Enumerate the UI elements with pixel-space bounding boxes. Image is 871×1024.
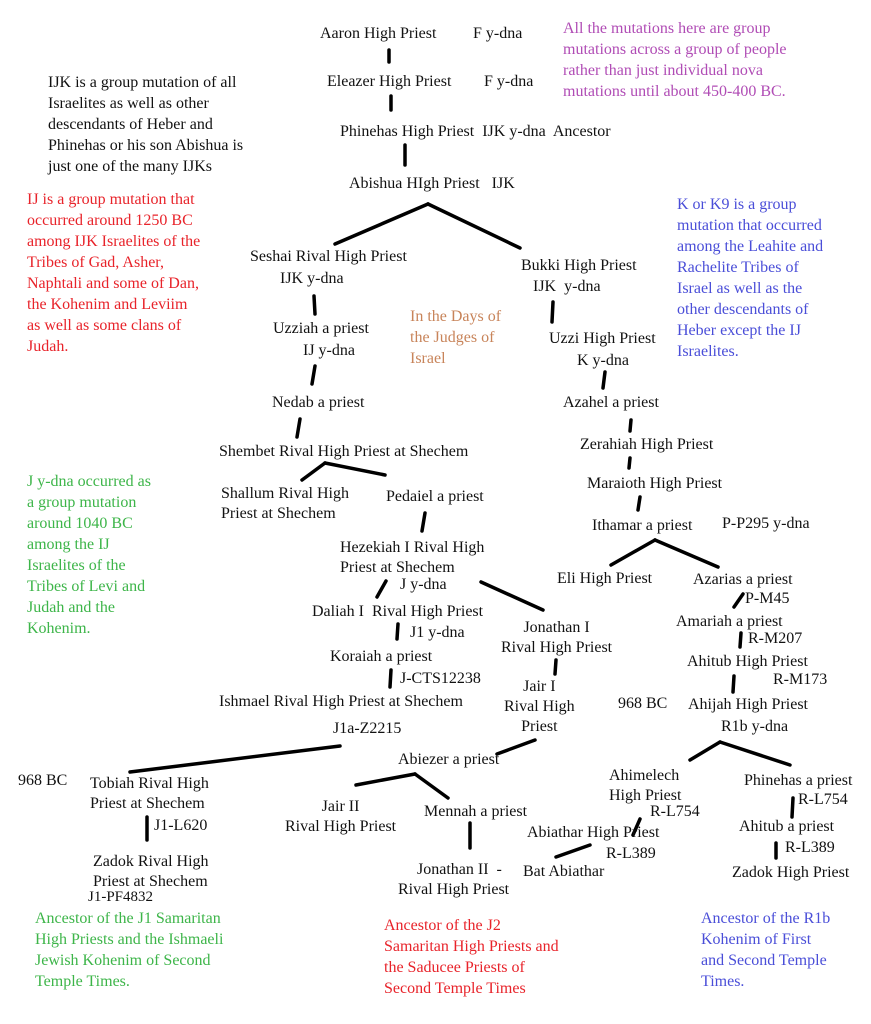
node-eleazer-dna: F y-dna [484,73,534,90]
node-ahitub-dna: R-M173 [773,671,828,688]
node-ishmael-dna: J1a-Z2215 [333,720,402,737]
node-ahitub: Ahitub High Priest [687,653,808,670]
node-abiathar-dna: R-L389 [606,845,656,862]
node-azarias: Azarias a priest [693,571,793,588]
node-jonathan2: Jonathan II - [417,861,502,878]
node-ahijah-dna: R1b y-dna [721,718,789,735]
node-bukki-dna: IJK y-dna [533,278,601,295]
node-ahitub-priest-dna: R-L389 [785,839,835,856]
node-azarias-dna: P-M45 [745,590,790,607]
node-abiathar: Abiathar High Priest [527,824,660,841]
node-pedaiel: Pedaiel a priest [386,488,484,505]
date-968bc-left: 968 BC [18,772,68,789]
node-bat-abiathar: Bat Abiathar [523,863,605,880]
node-azahel: Azahel a priest [563,394,659,411]
node-zadok-rival-dna: J1-PF4832 [88,889,154,905]
node-uzzi-dna: K y-dna [577,352,629,369]
node-amariah-dna: R-M207 [748,630,803,647]
note-judges: In the Days of the Judges of Israel [410,308,502,367]
node-hezekiah-dna: J y-dna [400,576,447,593]
node-jonathan1: Jonathan I Rival High Priest [501,619,613,656]
node-koraiah-dna: J-CTS12238 [400,670,481,687]
node-eleazer: Eleazer High Priest [327,73,452,90]
node-aaron: Aaron High Priest [320,25,437,42]
node-phinehas-priest-dna: R-L754 [798,791,848,808]
node-ahimelech: Ahimelech High Priest [609,767,682,804]
node-phinehas-priest: Phinehas a priest [744,772,853,789]
node-maraioth: Maraioth High Priest [587,475,723,492]
node-seshai-dna: IJK y-dna [280,270,344,287]
node-uzzi: Uzzi High Priest [549,330,656,347]
date-968bc-right: 968 BC [618,695,668,712]
node-abishua: Abishua HIgh Priest IJK [349,175,515,192]
node-phinehas: Phinehas High Priest IJK y-dna Ancestor [340,123,611,140]
node-amariah: Amariah a priest [676,613,783,630]
note-k: K or K9 is a group mutation that occurre… [677,196,824,360]
node-daliah-dna: J1 y-dna [410,624,465,641]
node-seshai: Seshai Rival High Priest [250,248,407,265]
node-abiezer: Abiezer a priest [398,751,500,768]
node-zadok: Zadok High Priest [732,864,850,881]
node-ahitub-priest: Ahitub a priest [739,818,835,835]
note-j: J y-dna occurred as a group mutation aro… [27,473,151,637]
node-aaron-dna: F y-dna [473,25,523,42]
node-zadok-rival: Zadok Rival High Priest at Shechem [93,853,209,890]
node-zerahiah: Zerahiah High Priest [580,436,714,453]
note-group-mutations: All the mutations here are group mutatio… [563,20,787,100]
node-jair1: Jair I Rival High Priest [504,678,575,735]
node-tobiah-dna: J1-L620 [154,817,208,834]
node-mennah: Mennah a priest [424,803,528,820]
node-eli: Eli High Priest [557,570,653,587]
node-koraiah: Koraiah a priest [330,648,433,665]
node-uzziah-dna: IJ y-dna [303,342,355,359]
note-ij: IJ is a group mutation that occurred aro… [27,191,201,355]
note-r1b-ancestor: Ancestor of the R1b Kohenim of First and… [701,910,831,990]
node-shallum: Shallum Rival High Priest at Shechem [221,485,349,522]
node-nedab: Nedab a priest [272,394,365,411]
node-uzziah: Uzziah a priest [273,320,369,337]
node-ithamar: Ithamar a priest [592,517,693,534]
node-tobiah: Tobiah Rival High Priest at Shechem [90,775,209,812]
note-j1-ancestor: Ancestor of the J1 Samaritan High Priest… [35,910,224,990]
node-ahimelech-dna: R-L754 [650,803,700,820]
note-j2-ancestor: Ancestor of the J2 Samaritan High Priest… [384,917,559,997]
node-ithamar-dna: P-P295 y-dna [722,515,810,532]
node-ishmael: Ishmael Rival High Priest at Shechem [219,693,463,710]
node-ahijah: Ahijah High Priest [688,696,808,713]
note-ijk: IJK is a group mutation of all Israelite… [48,74,244,175]
node-jair2: Jair II Rival High Priest [285,798,397,835]
node-shembet: Shembet Rival High Priest at Shechem [219,443,469,460]
node-jonathan2-title: Rival High Priest [398,881,510,898]
node-hezekiah: Hezekiah I Rival High Priest at Shechem [340,539,485,576]
node-daliah: Daliah I Rival High Priest [312,603,484,620]
node-bukki: Bukki High Priest [521,257,637,274]
